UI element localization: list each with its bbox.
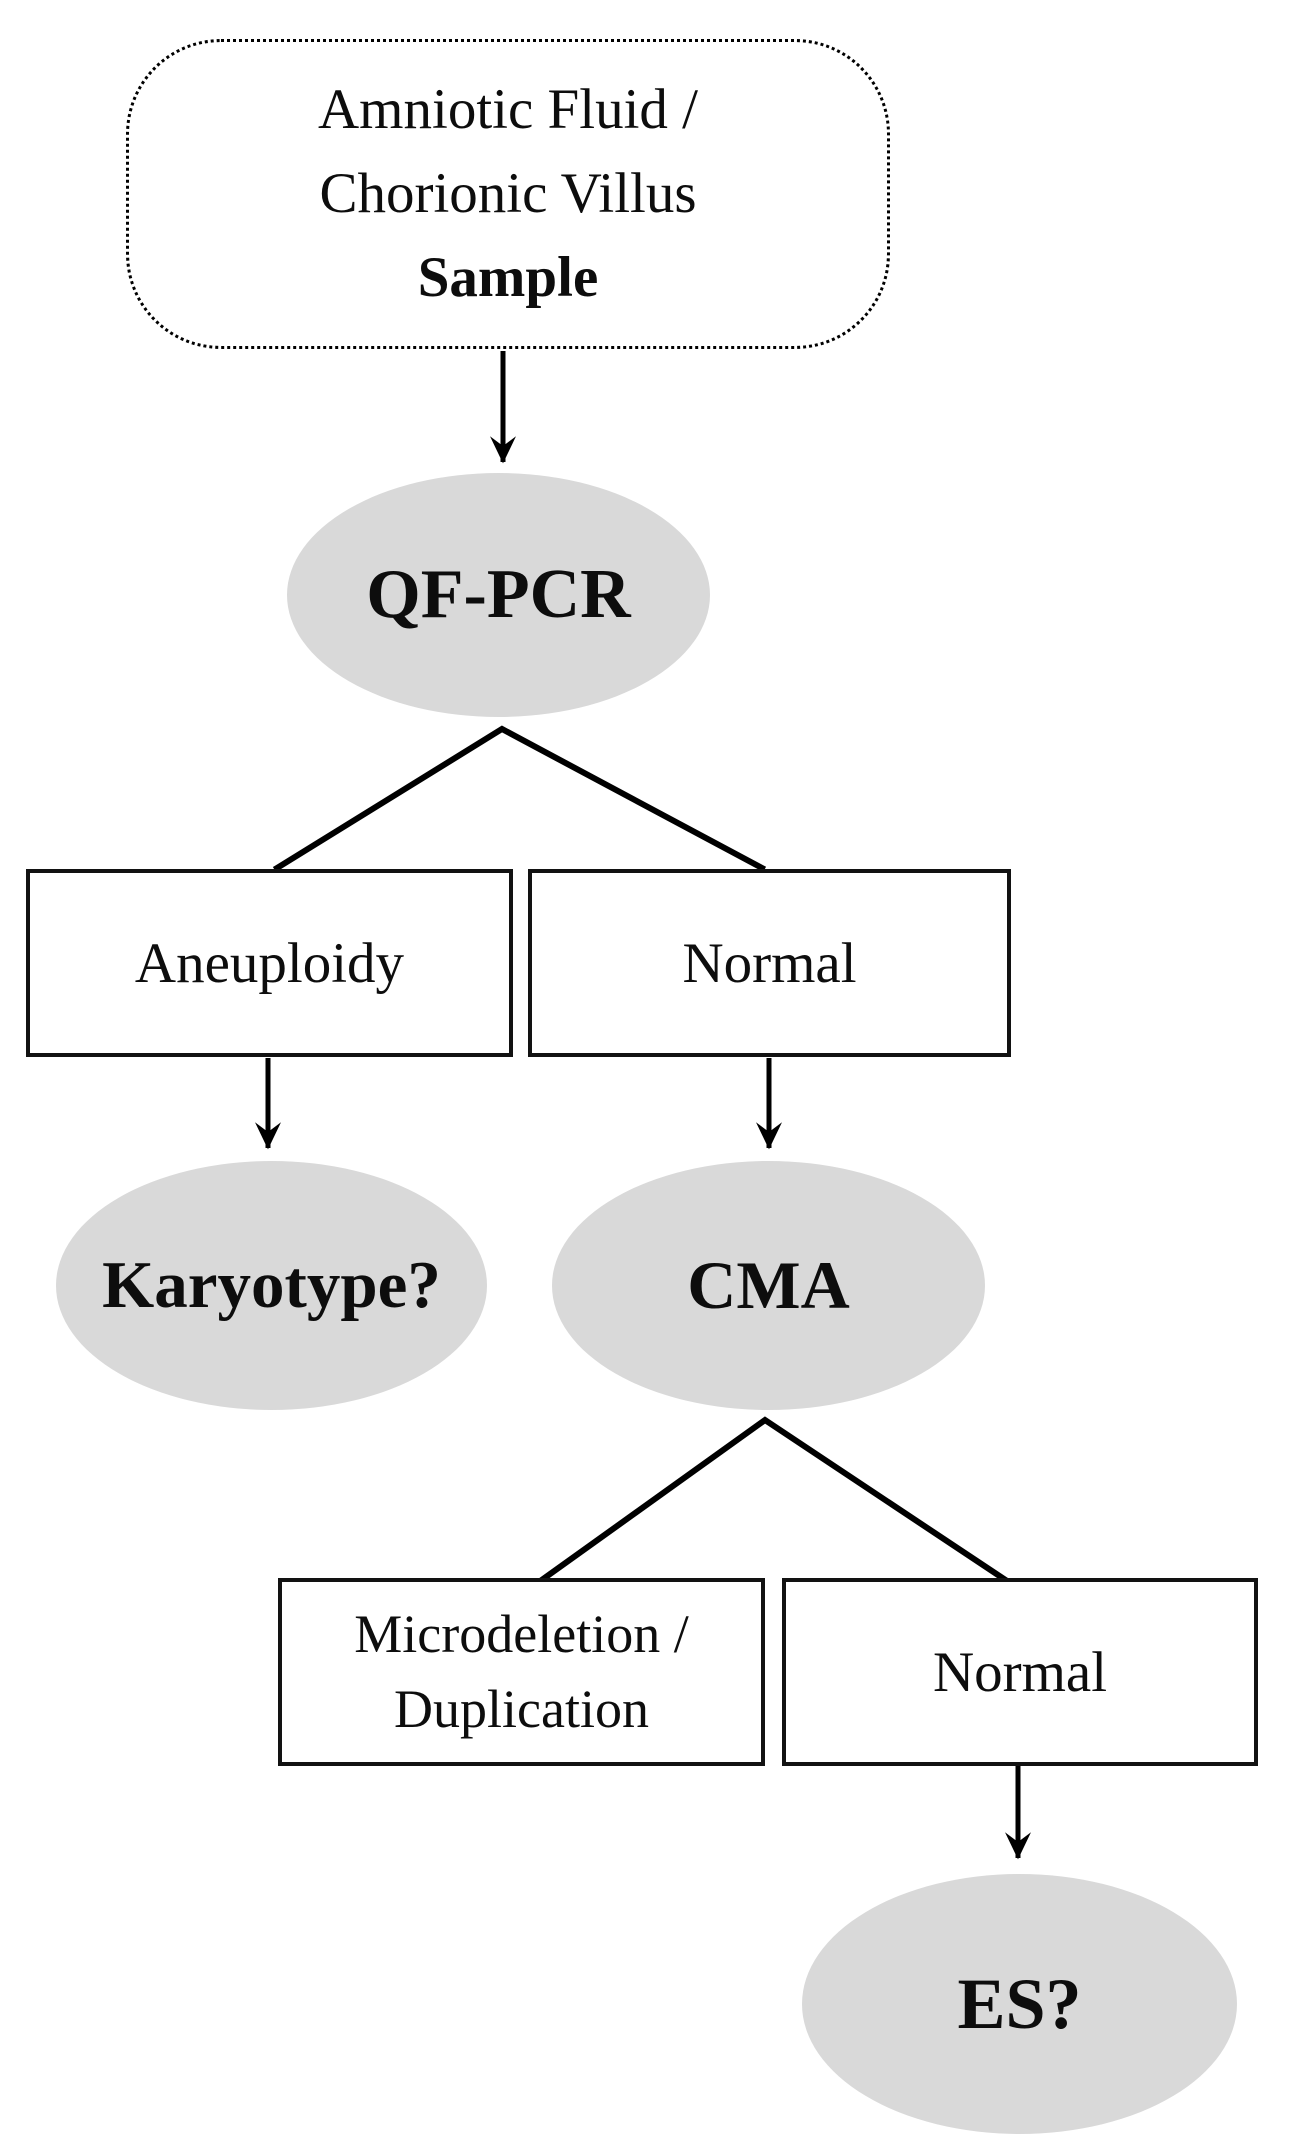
cma-node: CMA	[552, 1161, 985, 1410]
normal-box-after-cma: Normal	[782, 1578, 1258, 1766]
normal-box-after-cma-label: Normal	[932, 1640, 1108, 1704]
microdeletion-box-line2: Duplication	[394, 1679, 649, 1739]
aneuploidy-box: Aneuploidy	[26, 869, 513, 1057]
microdeletion-box-line1: Microdeletion /	[354, 1604, 689, 1664]
sample-node-line3: Sample	[417, 246, 599, 309]
qfpcr-node: QF-PCR	[287, 473, 710, 717]
microdeletion-duplication-box: Microdeletion / Duplication	[278, 1578, 765, 1766]
es-node-label: ES?	[957, 1963, 1082, 2044]
normal-box-after-qfpcr: Normal	[528, 869, 1011, 1057]
qfpcr-node-label: QF-PCR	[366, 556, 631, 633]
sample-node: Amniotic Fluid / Chorionic Villus Sample	[126, 39, 890, 349]
es-node: ES?	[802, 1874, 1237, 2134]
branch-qfpcr-to-boxes	[272, 725, 767, 873]
sample-node-line1: Amniotic Fluid /	[317, 78, 699, 141]
sample-node-line2: Chorionic Villus	[319, 162, 697, 225]
karyotype-node-label: Karyotype?	[102, 1248, 441, 1322]
cma-node-label: CMA	[687, 1247, 850, 1323]
branch-cma-to-boxes	[527, 1416, 1021, 1592]
normal-box-after-qfpcr-label: Normal	[682, 931, 857, 995]
karyotype-node: Karyotype?	[56, 1161, 487, 1410]
aneuploidy-box-label: Aneuploidy	[134, 931, 405, 995]
